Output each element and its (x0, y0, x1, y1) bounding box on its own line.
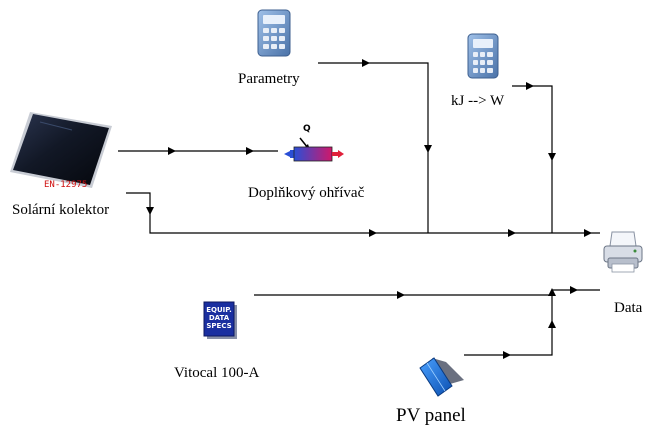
arrow-right (526, 82, 534, 90)
arrow-down (548, 153, 556, 161)
link-converter-to-bus (512, 85, 553, 233)
arrow-right (508, 229, 516, 237)
printer-label: Data (614, 300, 643, 316)
arrow-up (548, 288, 556, 296)
vitocal-icon-text: EQUIP. DATA SPECS (206, 306, 232, 330)
arrow-down (146, 207, 154, 215)
link-parameters-to-bus (318, 62, 429, 233)
parameters-label: Parametry (238, 71, 300, 87)
arrow-up (548, 320, 556, 328)
converter-calculator-icon[interactable] (467, 33, 499, 79)
heater-icon[interactable] (284, 137, 344, 162)
arrow-right (584, 229, 592, 237)
arrow-right (168, 147, 176, 155)
vitocal-data-icon[interactable] (203, 301, 237, 339)
converter-label: kJ --> W (451, 93, 505, 109)
arrow-right (369, 229, 377, 237)
arrow-right (362, 59, 370, 67)
arrow-right (570, 286, 578, 294)
pv-panel-icon[interactable] (419, 357, 464, 397)
arrow-right (503, 351, 511, 359)
link-pv-to-data (464, 290, 553, 356)
solar-collector-icon[interactable] (10, 112, 112, 188)
parameters-calculator-icon[interactable] (257, 9, 291, 57)
solar-collector-badge: EN-12975 (44, 180, 88, 190)
heater-label: Doplňkový ohřívač (248, 185, 365, 201)
arrow-down (424, 145, 432, 153)
connections (118, 62, 600, 356)
printer-icon[interactable] (603, 231, 643, 273)
vitocal-label: Vitocal 100-A (174, 365, 260, 381)
arrow-right (397, 291, 405, 299)
solar-collector-label: Solární kolektor (12, 202, 110, 218)
pv-panel-label: PV panel (396, 405, 466, 426)
heater-badge: Q (303, 124, 311, 134)
arrowheads (146, 59, 592, 359)
arrow-right (246, 147, 254, 155)
